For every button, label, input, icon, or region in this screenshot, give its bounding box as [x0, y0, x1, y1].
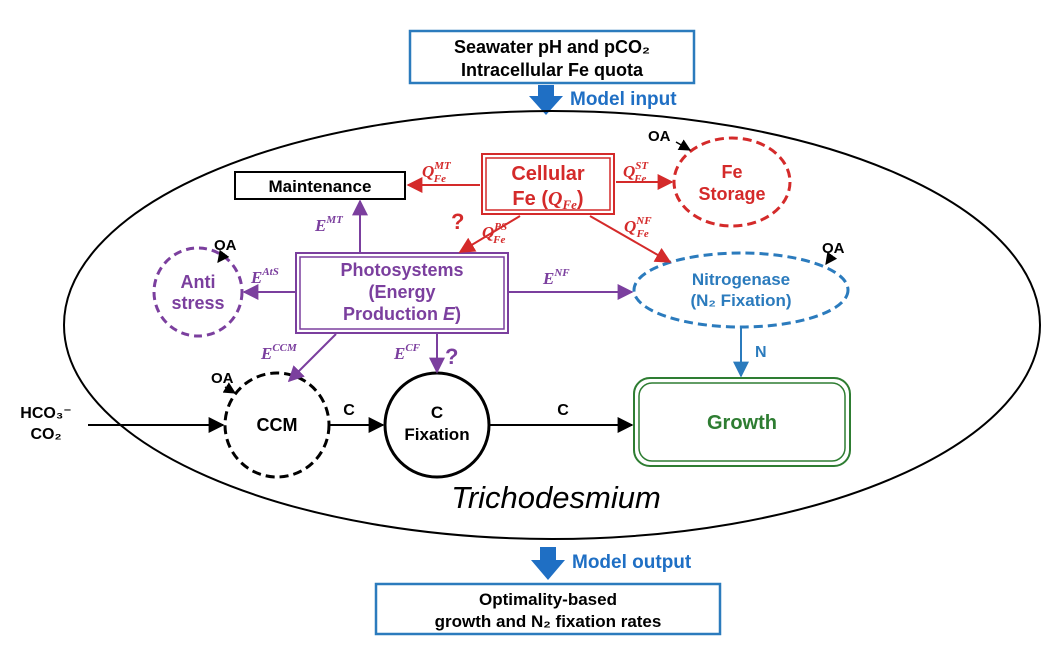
- photosystems-box-outer: [295, 252, 509, 334]
- label-n: N: [755, 344, 767, 361]
- input-box: [408, 29, 696, 85]
- question-mark-cf: ?: [445, 344, 458, 369]
- growth-label: Growth: [707, 412, 777, 434]
- cell-boundary: [63, 110, 1041, 540]
- cellular-fe-box-inner: [485, 157, 611, 211]
- svg-text:OA: OA: [211, 370, 234, 387]
- output-line-1: Optimality-based: [479, 590, 617, 609]
- arrow-fe-to-nitrogenase: [589, 215, 672, 263]
- ccm-node: [223, 371, 331, 479]
- anti-stress-line-1: Anti: [181, 272, 216, 292]
- photosystems-line-2: (Energy: [368, 282, 435, 302]
- maintenance-box: [234, 171, 406, 200]
- input-line-2: Intracellular Fe quota: [461, 60, 644, 80]
- svg-text:OA: OA: [648, 128, 671, 145]
- co2-label: CO₂: [30, 426, 61, 443]
- oa-marker-nitrogenase: OA: [822, 240, 845, 265]
- label-e-ccm: ECCM: [260, 342, 298, 363]
- cellular-fe-line-2: Fe (QFe): [512, 188, 583, 212]
- label-c-cfix-to-growth: C: [557, 402, 569, 419]
- cellular-fe-box-outer: [481, 153, 615, 215]
- hco3-label: HCO₃⁻: [20, 405, 71, 422]
- arrow-ps-to-ccm: [287, 333, 337, 383]
- oa-marker-anti-stress: OA: [214, 237, 237, 263]
- fe-storage-line-2: Storage: [698, 184, 765, 204]
- oa-marker-ccm: OA: [211, 370, 237, 394]
- input-line-1: Seawater pH and pCO₂: [454, 37, 650, 57]
- model-output-label: Model output: [572, 552, 692, 573]
- label-e-mt: EMT: [314, 214, 344, 235]
- organism-label: Trichodesmium: [451, 480, 661, 515]
- c-fixation-line-1: C: [431, 403, 443, 422]
- model-output-arrow: [531, 547, 565, 580]
- label-e-ats: EAtS: [250, 266, 279, 287]
- cellular-fe-line-1: Cellular: [511, 163, 585, 185]
- nitrogenase-node: [632, 251, 850, 329]
- fe-storage-node: [672, 136, 792, 228]
- model-input-arrow: [529, 85, 563, 115]
- arrow-fe-to-photosystems: [458, 215, 521, 253]
- svg-text:OA: OA: [214, 237, 237, 254]
- photosystems-line-1: Photosystems: [340, 260, 463, 280]
- growth-box-outer: [633, 377, 851, 467]
- growth-box-inner: [638, 382, 846, 462]
- output-line-2: growth and N₂ fixation rates: [435, 612, 662, 631]
- label-e-cf: ECF: [393, 342, 421, 363]
- question-mark-fe: ?: [451, 209, 464, 234]
- nitrogenase-line-1: Nitrogenase: [692, 270, 790, 289]
- anti-stress-node: [152, 246, 244, 338]
- nitrogenase-line-2: (N₂ Fixation): [690, 291, 791, 310]
- label-e-nf: ENF: [542, 267, 570, 288]
- fe-storage-line-1: Fe: [721, 162, 742, 182]
- maintenance-label: Maintenance: [269, 177, 372, 196]
- photosystems-line-3: Production E): [343, 304, 461, 324]
- svg-text:OA: OA: [822, 240, 845, 257]
- model-input-label: Model input: [570, 89, 677, 110]
- output-box: [374, 582, 722, 636]
- oa-marker-fe-storage: OA: [648, 128, 692, 151]
- label-c-ccm-to-cfix: C: [343, 402, 355, 419]
- c-fixation-line-2: Fixation: [404, 425, 469, 444]
- ccm-label: CCM: [257, 415, 298, 435]
- anti-stress-line-2: stress: [171, 293, 224, 313]
- photosystems-box-inner: [299, 256, 505, 330]
